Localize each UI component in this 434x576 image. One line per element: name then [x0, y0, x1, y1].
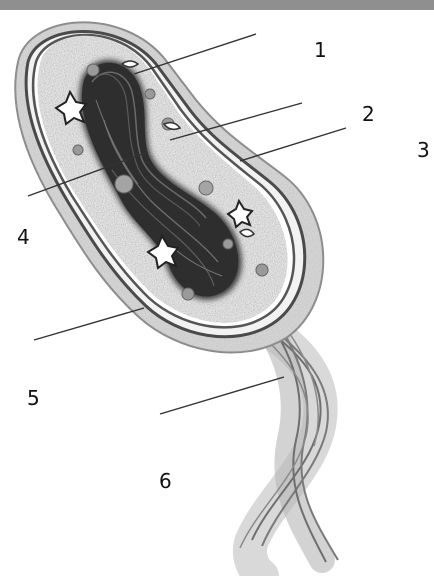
label-1: 1	[314, 40, 327, 60]
top-border-strip	[0, 0, 434, 10]
leader-line-6	[160, 377, 284, 414]
label-5: 5	[27, 388, 40, 408]
leader-line-5	[34, 308, 144, 340]
label-4: 4	[17, 227, 30, 247]
label-6: 6	[159, 471, 172, 491]
label-3: 3	[417, 140, 430, 160]
flagellum	[240, 316, 338, 576]
leader-line-3	[240, 128, 346, 161]
label-2: 2	[362, 104, 375, 124]
